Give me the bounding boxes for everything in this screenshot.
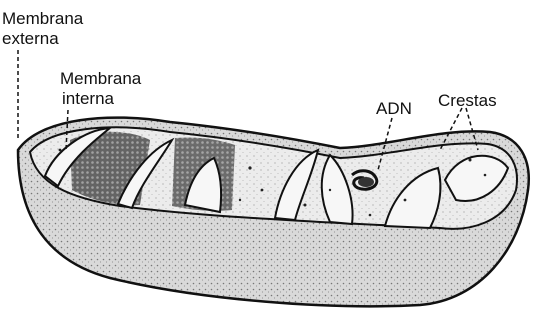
label-outer-membrane-line2: externa bbox=[2, 29, 59, 48]
label-inner-membrane-line2: interna bbox=[62, 89, 115, 108]
label-inner-membrane-line1: Membrana bbox=[60, 69, 142, 88]
label-outer-membrane-line1: Membrana bbox=[2, 9, 84, 28]
label-cristae: Crestas bbox=[438, 91, 497, 110]
label-dna: ADN bbox=[376, 99, 412, 118]
